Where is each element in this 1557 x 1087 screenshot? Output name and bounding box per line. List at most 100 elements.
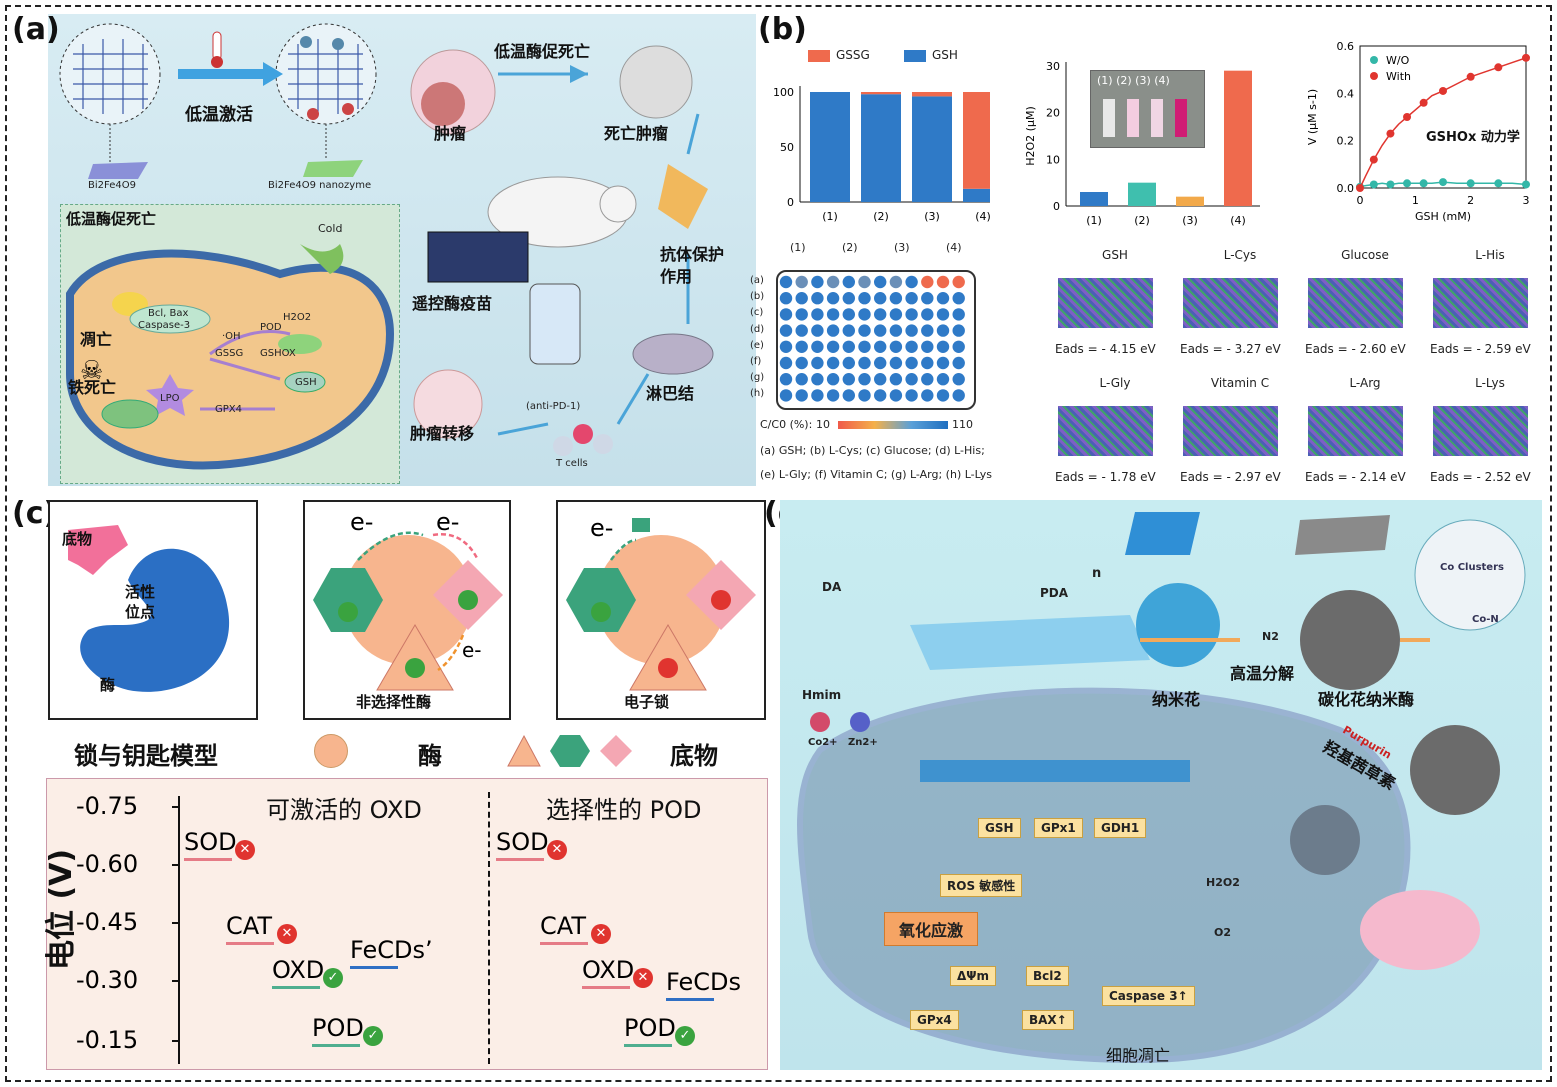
panel-d-graphics [797,512,1526,1064]
top-flow-label: 低温酶促死亡 [494,42,591,61]
carbonized-label: 碳化花纳米酶 [1318,690,1415,709]
heatmap-well [858,340,871,353]
nanozyme-sheet [303,160,363,177]
x-tick-label: (2) [873,210,889,223]
n-label: n [1092,566,1102,581]
potential-level-line [582,986,630,989]
smartphone [529,283,581,365]
data-point [1494,63,1503,72]
heatmap-well [921,340,934,353]
nanosheet [1125,512,1200,555]
data-point [1466,72,1475,81]
n2-label: N2 [1262,630,1279,643]
heatmap-well [952,308,965,321]
photo-label: (1) (2) (3) (4) [1097,74,1170,87]
potential-ylabel: 电位 (V) [44,848,79,970]
heatmap-well [779,308,793,321]
potential-level-line [540,942,588,945]
electron-label-1: e- [350,508,374,536]
heatmap-well [811,275,824,289]
heatmap-row-label: (c) [750,307,764,319]
heatmap-well [921,324,934,337]
bar-gssg [861,92,901,95]
da-label: DA [822,580,842,594]
dendritic-cell [658,164,708,229]
thermometer-icon [212,31,222,61]
heatmap-well [842,292,855,305]
dpsi-tag: ΔΨm [950,966,996,986]
potential-tick [172,980,180,982]
carbonized-sphere [1300,590,1400,690]
heatmap-well [952,340,965,353]
cross-icon: ✕ [235,840,255,860]
heatmap-well [874,324,887,337]
potential-tick-label: -0.15 [76,1026,139,1054]
dead-tumor-label: 死亡肿瘤 [604,124,669,143]
legend-swatch-gssg [808,50,830,62]
nanoflower-label: 纳米花 [1152,690,1201,709]
dft-structure [1183,406,1278,456]
data-point [1522,53,1530,62]
heatmap-well [779,356,793,370]
x-axis-label: GSH (mM) [1415,210,1471,223]
heatmap-well [779,324,793,337]
legend-label: With [1386,70,1411,83]
potential-level-line [272,986,320,989]
y-axis-label: H2O2 (μM) [1024,106,1037,166]
ros-tag: ROS 敏感性 [940,874,1023,897]
y-tick-label: 0.4 [1337,87,1355,100]
heatmap-well [921,308,934,321]
co-ion [810,712,830,732]
cold-nanozyme [300,244,344,274]
cold-label: Cold [318,222,343,235]
potential-level-line [184,858,232,861]
cross-icon: ✕ [633,968,653,988]
right-title: 选择性的 POD [546,796,702,824]
heatmap-well [779,389,793,402]
gpx4-label: GPX4 [215,404,242,415]
electron-lock-graphic [566,518,756,691]
oh-label: ·OH [222,331,241,342]
potential-tick-label: -0.30 [76,966,139,994]
figure-frame [5,5,1552,1082]
heatmap-well [858,292,871,305]
heatmap-well [826,324,840,337]
heatmap-well [795,373,808,386]
dft-structure [1433,406,1528,456]
dft-energy: Eads = - 4.15 eV [1055,342,1156,356]
heatmap-well [811,373,824,386]
dft-energy: Eads = - 2.59 eV [1430,342,1531,356]
skull-icon: ☠ [80,356,103,386]
series-line [1359,57,1527,189]
dft-energy: Eads = - 3.27 eV [1180,342,1281,356]
heatmap-well [936,389,950,402]
cocluster-label: Co Clusters [1440,562,1504,573]
metastasis-sphere [413,369,483,439]
data-point [1369,180,1378,189]
gpx4-tag: GPx4 [910,1010,959,1030]
vaccine-chip [427,231,529,283]
bar-gssg [912,92,952,97]
activation-label: 低温激活 [185,105,253,125]
cross-icon: ✕ [547,840,567,860]
check-icon: ✓ [363,1026,383,1046]
legend-gssg: GSSG [836,48,870,62]
heatmap-well [936,340,950,353]
heatmap-well [858,324,871,337]
heatmap-well [795,389,808,402]
heatmap-well [874,373,887,386]
heatmap-well [889,356,903,370]
cross-icon: ✕ [277,924,297,944]
heatmap-well [795,308,808,321]
dft-structure [1183,278,1278,328]
potential-item-label: FeCDs’ [350,936,433,964]
y-tick-label: 50 [780,141,794,154]
bar-gsh [912,96,952,202]
heatmap-well [921,389,934,402]
data-point [1439,86,1447,95]
heatmap-wells [779,275,965,402]
potential-item-label: CAT [540,912,586,940]
heatmap-col-label: (1) [790,241,806,254]
data-point [1386,129,1395,138]
